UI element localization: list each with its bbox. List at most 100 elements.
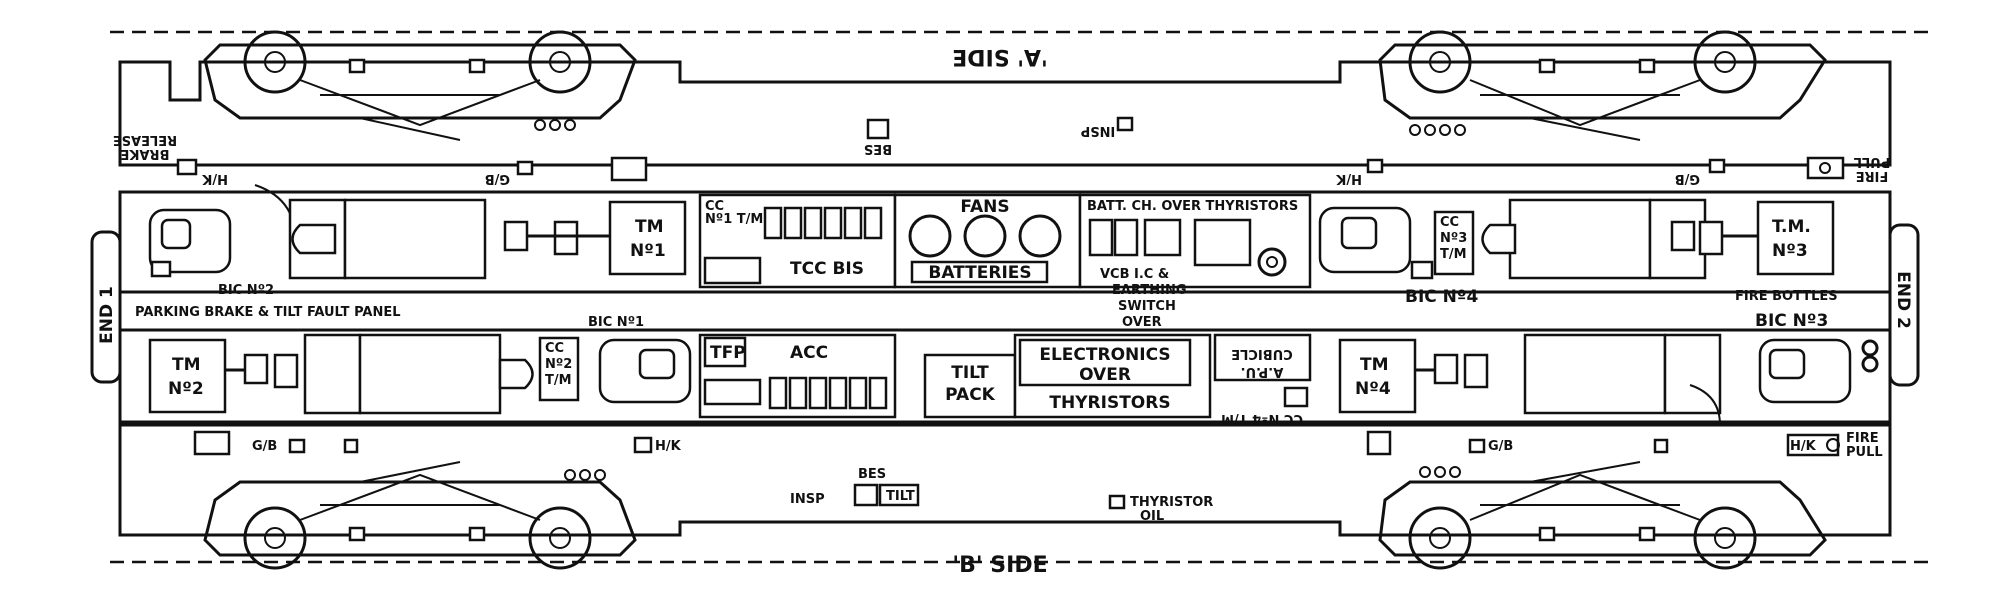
apu-label-2: CUBICLE — [1231, 346, 1293, 361]
small-box-b-2 — [1653, 438, 1669, 454]
fire-pull-a[interactable] — [1806, 156, 1845, 180]
insp-box-a — [1116, 116, 1134, 132]
bes-label-b: BES — [858, 467, 886, 482]
tilt-label: TILT — [886, 489, 915, 504]
gb-label-b-right: G/B — [1488, 439, 1513, 454]
batt-ch-modules — [1088, 218, 1287, 277]
end2-label: END 2 — [1893, 271, 1913, 329]
apu-cubicle — [1213, 333, 1312, 382]
tilt-box-b[interactable] — [878, 483, 920, 507]
b-side-label: 'B' SIDE — [952, 553, 1047, 578]
grease-box-b-1 — [193, 430, 231, 456]
parking-brake-panel-label: PARKING BRAKE & TILT FAULT PANEL — [135, 305, 401, 320]
apu-label-1: A.P.U. — [1241, 364, 1284, 379]
tm1-number: Nº1 — [630, 241, 666, 261]
thyristor-oil-label-2: OIL — [1140, 509, 1164, 524]
gb-box-a-right — [1708, 158, 1726, 174]
fire-bottles — [1861, 339, 1879, 373]
bic3-unit — [1758, 338, 1852, 404]
vcb-label-line4: OVER — [1122, 315, 1162, 330]
cc3-label: CC — [1440, 215, 1459, 230]
grease-box-a-2 — [1366, 158, 1384, 174]
cc4-label: CC Nº4 T/M — [1221, 411, 1303, 426]
bic1-unit — [598, 338, 692, 404]
cc3-tm: T/M — [1440, 247, 1467, 262]
tm2-box — [148, 338, 299, 414]
fire-pull-b-label-2: PULL — [1846, 445, 1883, 460]
tm1-box — [503, 200, 687, 276]
vcb-label-line2: EARTHING — [1112, 283, 1187, 298]
electronics-box — [1018, 338, 1192, 387]
grease-box-b-2 — [1366, 430, 1392, 456]
thyristor-oil-box — [1108, 494, 1126, 510]
brake-release-label-1: BRAKE — [121, 146, 170, 161]
gb-box-a-left — [516, 160, 534, 176]
hk-label-a-left: H/K — [201, 171, 228, 186]
bogie-a-end1 — [203, 30, 637, 141]
tilt-pack-label-1: TILT — [951, 363, 989, 383]
a-side-label: 'A' SIDE — [952, 44, 1047, 69]
tm3-number: Nº3 — [1772, 241, 1808, 261]
cc2-num: Nº2 — [545, 357, 572, 372]
fan-1 — [908, 214, 952, 258]
bogie-b-end2 — [1378, 461, 1827, 570]
cc1-label: CC — [705, 199, 724, 214]
end1-label: END 1 — [97, 286, 117, 344]
fire-pull-b-icon[interactable] — [1826, 438, 1840, 452]
fan-2 — [963, 214, 1007, 258]
insp-label-b: INSP — [790, 492, 825, 507]
cc4-tm-box — [1283, 386, 1309, 408]
tfp-box — [703, 336, 747, 368]
cc2-tm-cubicle — [538, 336, 580, 402]
grease-box-a-1 — [610, 156, 648, 182]
hk-label-a-right: H/K — [1335, 171, 1362, 186]
bic1-label: BIC Nº1 — [588, 315, 644, 330]
small-box-b-1 — [343, 438, 359, 454]
tm2-number: Nº2 — [168, 379, 204, 399]
bes-button-a[interactable] — [866, 118, 890, 140]
vcb-label-line3: SWITCH — [1118, 299, 1176, 314]
cc1-sub-label: Nº1 T/M — [705, 212, 763, 227]
cc2-tm: T/M — [545, 373, 572, 388]
electronics-label-2: OVER — [1079, 365, 1131, 385]
batt-ch-label: BATT. CH. OVER THYRISTORS — [1087, 199, 1298, 214]
gb-label-b-left: G/B — [252, 439, 277, 454]
acc-label: ACC — [790, 343, 828, 363]
batteries-label: BATTERIES — [928, 263, 1031, 283]
tm2-label: TM — [172, 355, 201, 375]
cc3-num: Nº3 — [1440, 231, 1467, 246]
fans-label: FANS — [960, 197, 1009, 217]
bic4-unit — [1318, 206, 1434, 280]
fire-pull-b-label-1: FIRE — [1846, 431, 1879, 446]
tfp-label: TFP — [710, 343, 746, 363]
tm4-box — [1338, 338, 1489, 414]
thyristor-oil-label-1: THYRISTOR — [1130, 495, 1213, 510]
fan-3 — [1018, 214, 1062, 258]
tm4-number: Nº4 — [1355, 379, 1391, 399]
hk-label-b-right: H/K — [1790, 439, 1817, 454]
fire-bottles-label: FIRE BOTTLES — [1735, 289, 1838, 304]
hk-label-b-left: H/K — [655, 439, 682, 454]
fire-pull-a-label-1: FIRE — [1856, 168, 1889, 183]
gb-label-a-right: G/B — [1675, 171, 1700, 186]
tm1-label: TM — [635, 217, 664, 237]
bic3-label: BIC Nº3 — [1755, 311, 1828, 331]
bes-button-b[interactable] — [853, 483, 879, 507]
end2-cab-coupler — [1888, 223, 1920, 387]
tilt-pack-label-2: PACK — [945, 385, 996, 405]
tcc-bis-label: TCC BIS — [790, 259, 864, 279]
underframe-outline-b-side — [118, 423, 1892, 537]
tm3-box — [1670, 200, 1835, 276]
gb-box-b-left — [288, 438, 306, 454]
gb-box-b-right — [1468, 438, 1486, 454]
batteries-box — [910, 260, 1049, 284]
tm-blower-upper-left — [288, 198, 487, 280]
hk-box-b-left — [633, 436, 653, 454]
tm-blower-lower-right — [1523, 333, 1722, 426]
electronics-label-1: ELECTRONICS — [1039, 345, 1170, 365]
brake-release-handle[interactable] — [176, 158, 198, 176]
tm-blower-lower-left — [303, 333, 534, 415]
bogie-b-end1 — [203, 461, 637, 570]
end1-cab-coupler — [90, 230, 122, 384]
